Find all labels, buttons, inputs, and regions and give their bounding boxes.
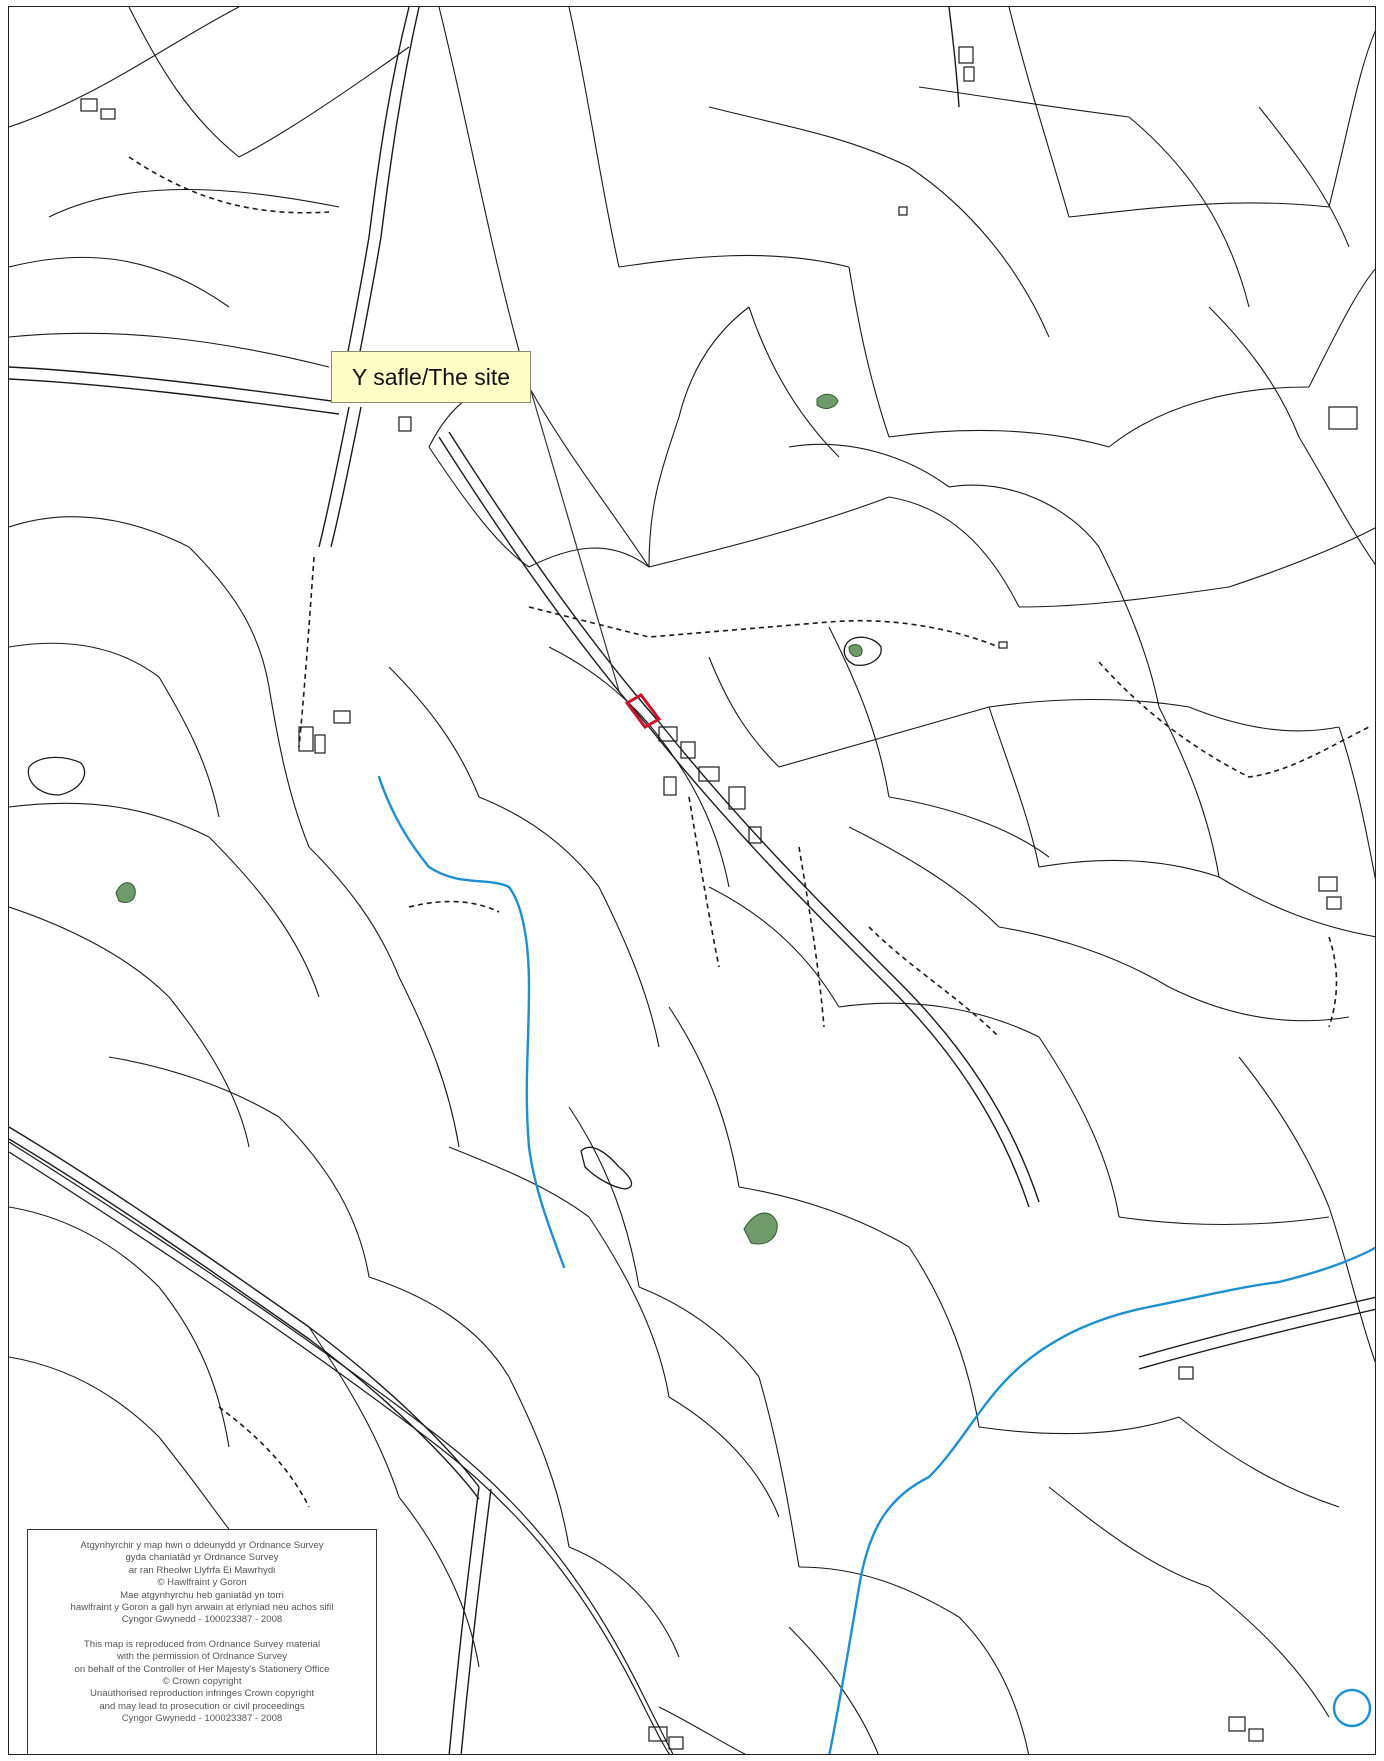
site-label: Y safle/The site — [331, 351, 531, 403]
buildings — [80, 46, 1358, 1750]
copyright-line: Unauthorised reproduction infringes Crow… — [90, 1688, 314, 1700]
copyright-line: on behalf of the Controller of Her Majes… — [74, 1663, 330, 1675]
streams — [377, 775, 1375, 1754]
copyright-line: gyda chaniatâd yr Ordnance Survey — [125, 1552, 279, 1564]
copyright-welsh: Atgynhyrchir y map hwn o ddeunydd yr Ord… — [34, 1540, 370, 1627]
copyright-line: © Hawlfraint y Goron — [157, 1577, 247, 1589]
site-marker-group — [530, 390, 662, 729]
copyright-line: with the permission of Ordnance Survey — [116, 1651, 288, 1663]
copyright-line: hawlfraint y Goron a gall hyn arwain at … — [70, 1602, 334, 1614]
copyright-line: © Crown copyright — [162, 1676, 242, 1688]
roads — [9, 7, 1375, 1754]
copyright-line: and may lead to prosecution or civil pro… — [99, 1700, 305, 1712]
map-frame: Y safle/The site Atgynhyrchir y map hwn … — [8, 6, 1376, 1755]
copyright-line: ar ran Rheolwr Llyfrfa Ei Mawrhydi — [128, 1564, 276, 1576]
ponds — [27, 636, 882, 1190]
copyright-line: Mae atgynhyrchu heb ganiatâd yn torri — [120, 1589, 284, 1601]
site-boundary-marker[interactable] — [624, 693, 662, 729]
field-boundaries — [9, 7, 1375, 1754]
copyright-line: This map is reproduced from Ordnance Sur… — [83, 1638, 321, 1650]
site-leader-line — [530, 390, 620, 692]
railway — [9, 1141, 674, 1754]
woodland — [115, 393, 863, 1245]
os-base-map — [9, 7, 1375, 1754]
copyright-notice: Atgynhyrchir y map hwn o ddeunydd yr Ord… — [27, 1529, 377, 1754]
copyright-line: Cyngor Gwynedd - 100023387 - 2008 — [121, 1614, 283, 1626]
site-label-text: Y safle/The site — [351, 363, 511, 390]
copyright-line: Atgynhyrchir y map hwn o ddeunydd yr Ord… — [80, 1540, 324, 1551]
footpaths — [128, 156, 1370, 1508]
copyright-english: This map is reproduced from Ordnance Sur… — [34, 1639, 370, 1726]
copyright-line: Cyngor Gwynedd - 100023387 - 2008 — [121, 1713, 283, 1725]
